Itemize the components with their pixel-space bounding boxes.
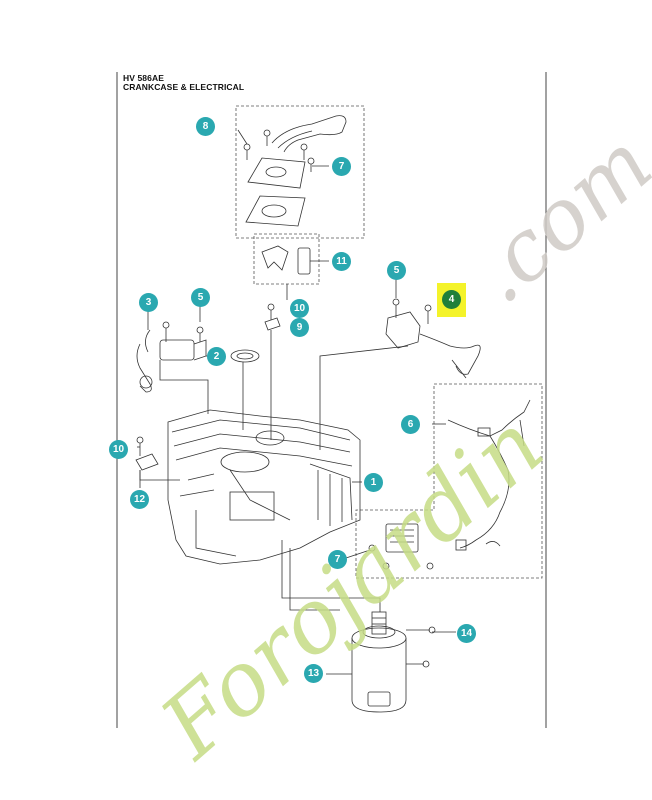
leader-coil-to-engine <box>159 360 209 414</box>
intake-elbow-part <box>271 115 347 153</box>
section-title: CRANKCASE & ELECTRICAL <box>123 82 245 92</box>
callout-14[interactable]: 14 <box>457 624 476 643</box>
callout-10[interactable]: 10 <box>109 440 128 459</box>
leader-engine-to-starter <box>281 540 381 612</box>
oil-seal-part <box>230 349 260 363</box>
clip-part-upper <box>264 303 281 331</box>
group-box-harness <box>355 383 543 579</box>
leader-right-coil <box>319 345 409 450</box>
callout-5[interactable]: 5 <box>387 261 406 280</box>
callout-10[interactable]: 10 <box>290 299 309 318</box>
right-coil-part <box>385 311 481 379</box>
clip-part-left <box>135 436 159 471</box>
group-box-bracket <box>253 233 320 285</box>
callout-6[interactable]: 6 <box>401 415 420 434</box>
model-title: HV 586AE <box>123 73 164 83</box>
screws-left-coil <box>162 321 204 342</box>
leader-7b <box>345 549 371 559</box>
callout-4-highlighted[interactable]: 4 <box>442 290 461 309</box>
callout-13[interactable]: 13 <box>304 664 323 683</box>
callout-7[interactable]: 7 <box>328 550 347 569</box>
left-coil-part <box>136 329 207 393</box>
bracket-part <box>261 245 311 275</box>
gasket-plate-part <box>245 157 306 227</box>
wire-harness-part <box>447 399 531 551</box>
callout-9[interactable]: 9 <box>290 318 309 337</box>
leader-12 <box>139 470 180 481</box>
callout-11[interactable]: 11 <box>332 252 351 271</box>
callout-7[interactable]: 7 <box>332 157 351 176</box>
regulator-part <box>368 523 434 570</box>
callout-12[interactable]: 12 <box>130 490 149 509</box>
crankcase-part <box>167 409 361 565</box>
callout-1[interactable]: 1 <box>364 473 383 492</box>
leader-8 <box>237 129 248 145</box>
screws-right-coil <box>392 298 432 324</box>
callout-2[interactable]: 2 <box>207 347 226 366</box>
callout-5[interactable]: 5 <box>191 288 210 307</box>
starter-motor-part <box>351 611 407 713</box>
starter-bolts <box>406 626 436 668</box>
callout-3[interactable]: 3 <box>139 293 158 312</box>
callout-8[interactable]: 8 <box>196 117 215 136</box>
